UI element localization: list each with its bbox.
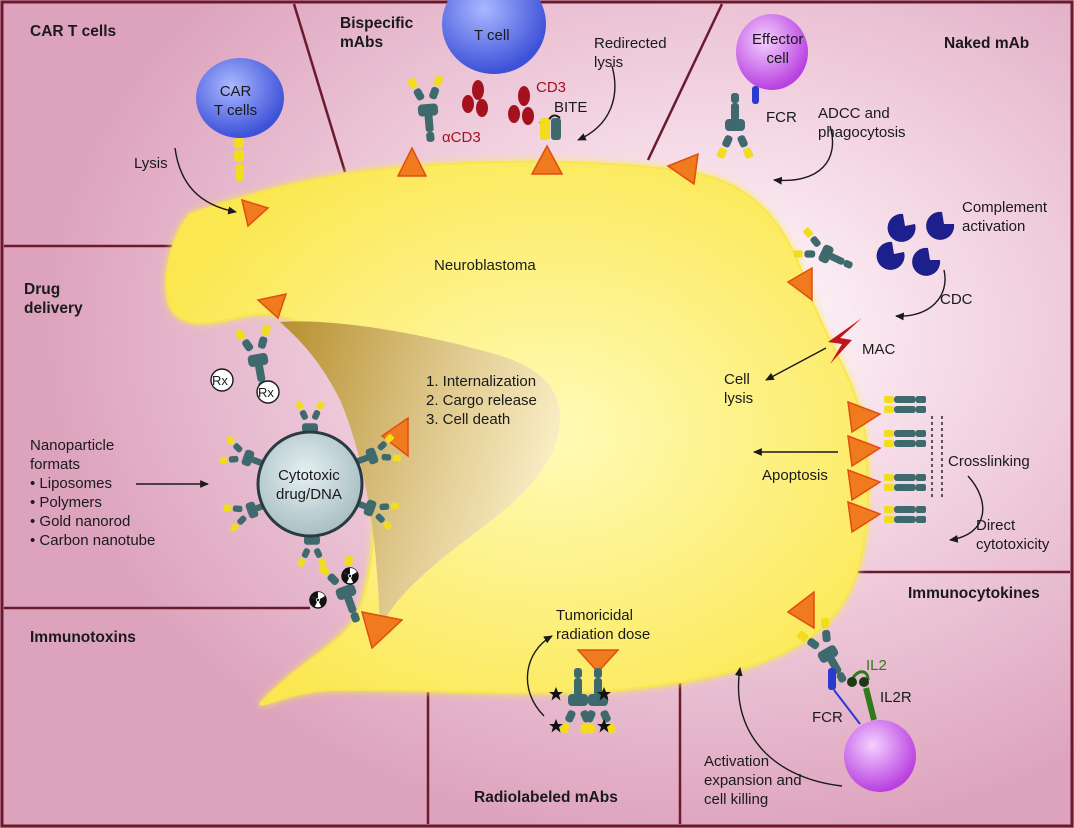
internalization-cavity <box>280 321 560 630</box>
immune-effector-cell <box>844 720 916 792</box>
cd3-label: CD3 <box>536 79 567 96</box>
fc-receptor <box>828 668 836 690</box>
section-naked-mab: Naked mAb <box>944 35 1030 52</box>
neuroblastoma-label: Neuroblastoma <box>434 257 536 274</box>
radiation-icon <box>309 591 327 609</box>
redirected-lysis-label: Redirected lysis <box>594 35 667 71</box>
activation-label: Activation expansion and cell killing <box>704 753 802 808</box>
car-t-cell-label: CAR T cells <box>214 83 258 119</box>
panel-dividers <box>4 3 1070 824</box>
lightning-icon <box>828 318 862 364</box>
antigen-icon <box>396 146 428 177</box>
radiation-icon <box>341 567 359 585</box>
section-immunotoxins: Immunotoxins <box>30 629 136 646</box>
antigen-icon <box>576 649 620 674</box>
il2r-label: IL2R <box>880 689 912 706</box>
fc-receptor <box>752 86 759 104</box>
complement-icon <box>876 241 905 270</box>
direct-cytotoxicity-label: Direct cytotoxicity <box>976 517 1050 553</box>
antigen-icon <box>847 434 882 468</box>
mac-label: MAC <box>862 341 896 358</box>
t-cell <box>442 0 546 74</box>
antigen-icon <box>847 500 882 534</box>
complement-icon <box>926 211 955 240</box>
cdc-label: CDC <box>940 291 973 308</box>
internalization-steps: 1. Internalization 2. Cargo release 3. C… <box>426 373 537 428</box>
nanoparticle <box>217 400 403 568</box>
cell-lysis-label: Cell lysis <box>724 371 754 407</box>
adcc-label: ADCC and phagocytosis <box>818 105 906 141</box>
antigen-icon <box>847 468 882 502</box>
t-cell-label: T cell <box>474 27 510 44</box>
antigen-icon <box>530 144 564 175</box>
complement-icon <box>912 247 941 276</box>
activation-arrow <box>734 667 843 787</box>
lysis-arrow <box>174 147 237 215</box>
fcr-bottom-label: FCR <box>812 709 843 726</box>
apoptosis-label: Apoptosis <box>762 467 828 484</box>
rx-circle <box>210 368 234 392</box>
direct-cytotoxicity-arrow <box>949 475 984 543</box>
antigen-icon <box>240 198 270 228</box>
antigen-icons <box>240 144 882 674</box>
antigen-icon <box>666 152 699 186</box>
effector-cell <box>736 14 808 90</box>
section-radiolabeled: Radiolabeled mAbs <box>474 789 618 806</box>
antigen-icon <box>256 292 288 320</box>
lysis-label: Lysis <box>134 155 168 172</box>
acd3-label: αCD3 <box>442 129 481 146</box>
radiation-arrow <box>526 635 553 717</box>
nanoparticle-formats: Nanoparticle formats • Liposomes • Polym… <box>30 437 156 549</box>
cytotoxic-label: Cytotoxic drug/DNA <box>276 467 342 503</box>
antigen-icon <box>786 590 815 630</box>
complement-icon <box>887 213 916 242</box>
cdc-arrow <box>895 269 946 321</box>
section-bispecific: Bispecific mAbs <box>340 15 414 51</box>
rx-label: Rx <box>212 373 228 388</box>
antigen-icon <box>360 611 404 650</box>
adcc-arrow <box>773 125 834 185</box>
effector-cell-label: Effector cell <box>752 31 804 67</box>
car-t-cell <box>196 58 284 138</box>
section-drug-delivery: Drug delivery <box>24 281 83 317</box>
car-receptor <box>234 138 244 148</box>
crosslinking-label: Crosslinking <box>948 453 1030 470</box>
complement-label: Complement activation <box>962 199 1048 235</box>
complement-icons <box>876 211 955 276</box>
antigen-icon <box>380 416 409 458</box>
rx-label: Rx <box>258 385 274 400</box>
antigen-icon <box>847 400 882 434</box>
cytotoxic-drug-particle <box>256 430 364 538</box>
redirected-lysis-arrow <box>577 65 616 141</box>
cd3-receptors <box>462 80 534 125</box>
rx-circle <box>256 380 280 404</box>
il2-label: IL2 <box>866 657 887 674</box>
section-immunocytokines: Immunocytokines <box>908 585 1040 602</box>
bite-label: BITE <box>554 99 588 116</box>
fcr-top-label: FCR <box>766 109 797 126</box>
tumoricidal-label: Tumoricidal radiation dose <box>556 607 651 643</box>
section-car-t: CAR T cells <box>30 23 117 40</box>
antigen-icon <box>786 266 813 302</box>
cell-lysis-arrow <box>765 347 827 381</box>
